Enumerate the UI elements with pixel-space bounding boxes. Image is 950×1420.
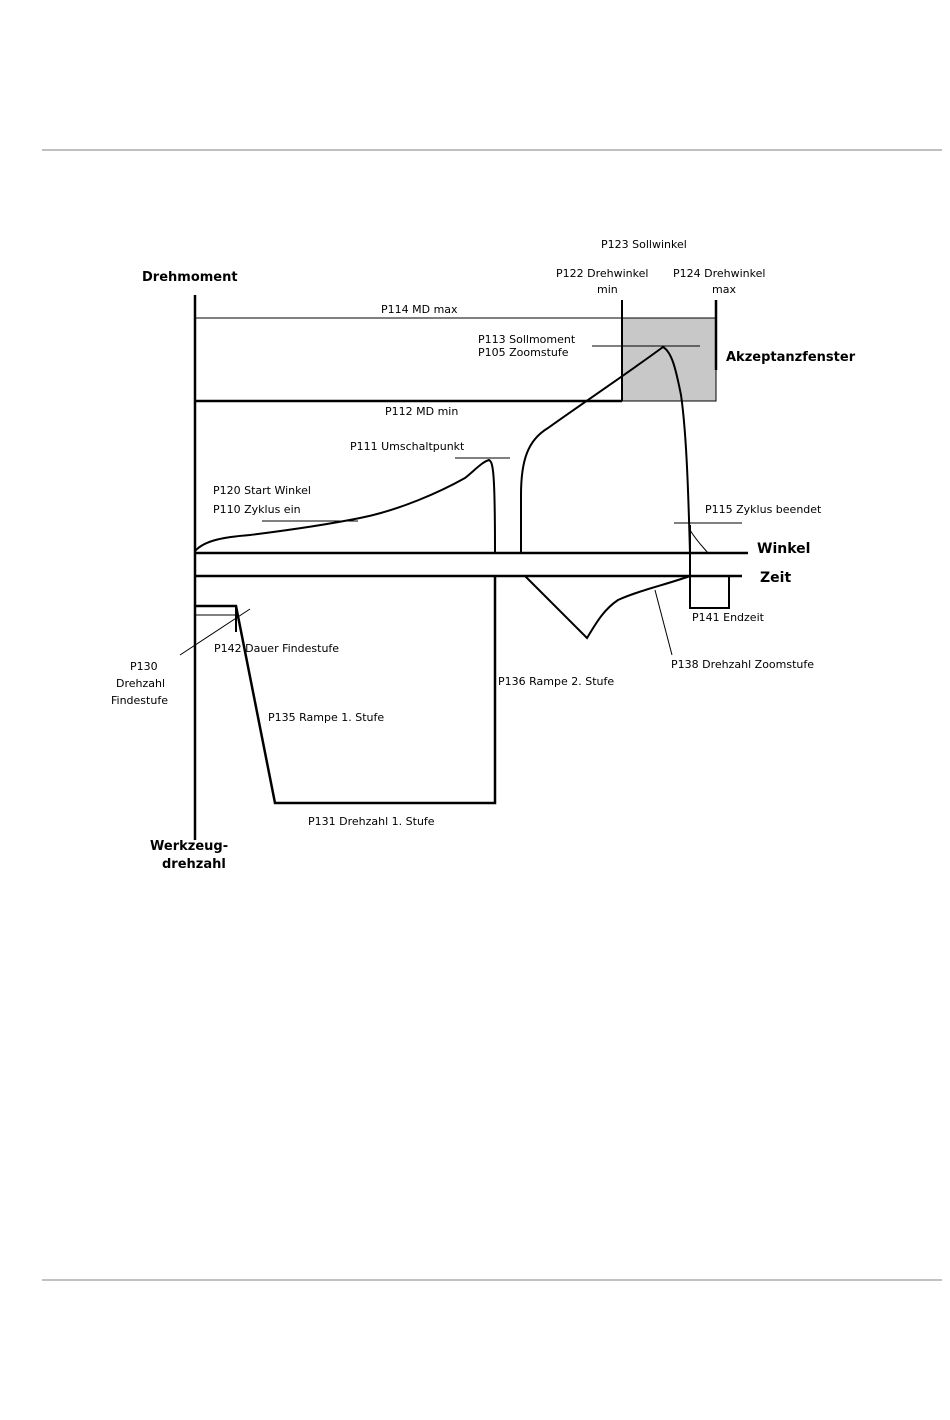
p105-label: P105 Zoomstufe <box>478 346 569 359</box>
p114-label: P114 MD max <box>381 303 458 316</box>
werkzeug-label-1: Werkzeug- <box>150 839 228 854</box>
p136-label: P136 Rampe 2. Stufe <box>498 675 614 688</box>
akzeptanzfenster-label: Akzeptanzfenster <box>726 350 856 365</box>
p131-label: P131 Drehzahl 1. Stufe <box>308 815 435 828</box>
p110-label: P110 Zyklus ein <box>213 503 301 516</box>
winkel-label: Winkel <box>757 541 810 557</box>
p113-label: P113 Sollmoment <box>478 333 576 346</box>
acceptance-window <box>621 317 717 402</box>
zeit-label: Zeit <box>760 570 791 586</box>
p141-label: P141 Endzeit <box>692 611 765 624</box>
p130-label-3: Findestufe <box>111 694 168 707</box>
speed-curve-stage-2 <box>524 575 691 640</box>
p112-label: P112 MD min <box>385 405 458 418</box>
torque-tail <box>689 529 709 554</box>
p138-label: P138 Drehzahl Zoomstufe <box>671 658 814 671</box>
p130-label-1: P130 <box>130 660 158 673</box>
speed-curve-stage-1 <box>195 576 497 805</box>
p124-label-2: max <box>712 283 736 296</box>
endzeit-marker <box>689 525 730 609</box>
p142-label: P142 Dauer Findestufe <box>214 642 339 655</box>
p130-connector <box>179 608 251 656</box>
torque-curve-stage-2 <box>520 345 691 554</box>
p124-label-1: P124 Drehwinkel <box>673 267 765 280</box>
torque-curve-stage-1 <box>194 458 496 554</box>
werkzeug-label-2: drehzahl <box>162 857 226 872</box>
p122-label-2: min <box>597 283 618 296</box>
p130-label-2: Drehzahl <box>116 677 165 690</box>
p111-label: P111 Umschaltpunkt <box>350 440 465 453</box>
p138-connector <box>654 589 673 656</box>
p123-label: P123 Sollwinkel <box>601 238 687 251</box>
p122-label-1: P122 Drehwinkel <box>556 267 648 280</box>
p115-label: P115 Zyklus beendet <box>705 503 822 516</box>
drehmoment-label: Drehmoment <box>142 270 238 285</box>
p135-label: P135 Rampe 1. Stufe <box>268 711 384 724</box>
p120-label: P120 Start Winkel <box>213 484 311 497</box>
